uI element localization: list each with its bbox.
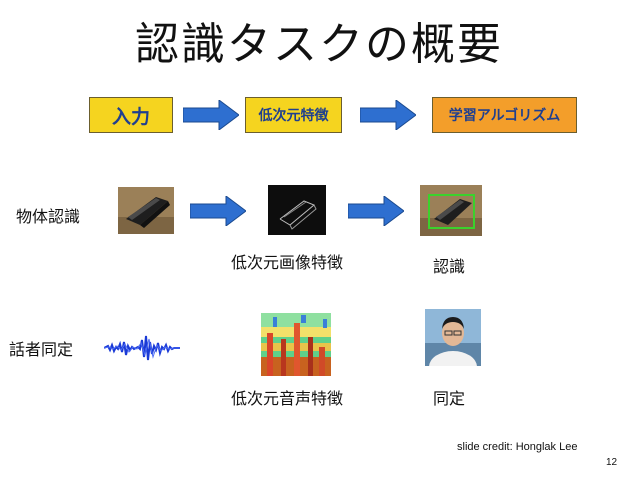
learning-algorithm-box: 学習アルゴリズム xyxy=(432,97,577,133)
edge-feature-image xyxy=(268,185,326,235)
recognition-caption: 認識 xyxy=(433,257,466,276)
input-box: 入力 xyxy=(89,97,173,133)
image-features-caption: 低次元画像特徴 xyxy=(231,253,344,272)
arrow-right-icon xyxy=(348,196,404,226)
slide-title: 認識タスクの概要 xyxy=(135,19,503,70)
audio-features-caption: 低次元音声特徴 xyxy=(231,389,344,408)
object-recognition-label: 物体認識 xyxy=(16,207,81,226)
slide-credit: slide credit: Honglak Lee xyxy=(457,441,578,453)
speaker-face-photo xyxy=(425,309,481,366)
speaker-identification-label: 話者同定 xyxy=(9,340,74,359)
stapler-photo xyxy=(118,187,174,234)
arrow-right-icon xyxy=(183,100,239,130)
page-number: 12 xyxy=(606,457,618,468)
arrow-right-icon xyxy=(190,196,246,226)
identification-caption: 同定 xyxy=(433,389,466,408)
spectrogram-image xyxy=(261,313,331,376)
arrow-right-icon xyxy=(360,100,416,130)
low-level-features-box: 低次元特徴 xyxy=(245,97,342,133)
recognized-stapler-photo xyxy=(420,185,482,236)
waveform-image xyxy=(103,330,180,366)
